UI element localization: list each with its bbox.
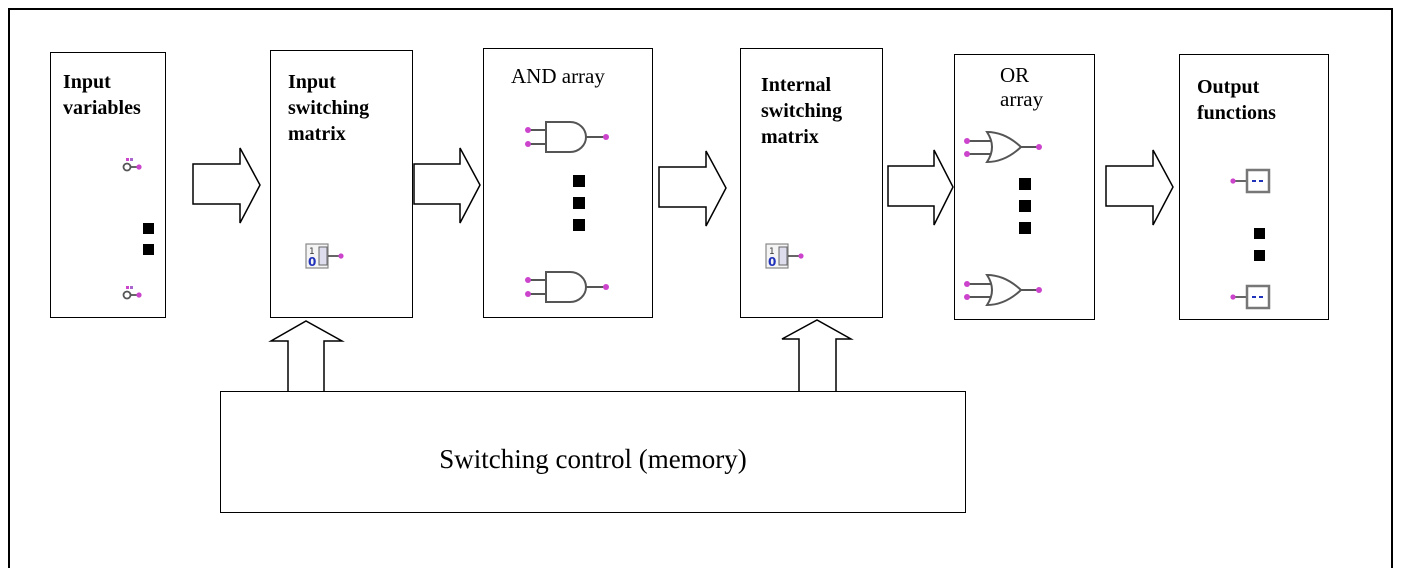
ellipsis-dot <box>143 223 154 234</box>
arrow-right-2 <box>413 147 481 224</box>
ellipsis-dot <box>1019 200 1031 212</box>
or-array-label-1: OR <box>1000 63 1030 87</box>
internal-switching-label-1: Internal <box>761 74 831 96</box>
input-variables-label-2: variables <box>63 97 141 119</box>
svg-text:1: 1 <box>769 247 775 257</box>
arrow-right-1 <box>192 147 261 224</box>
input-variables-block: Input variables <box>50 52 166 318</box>
input-switching-label-2: switching <box>288 97 370 119</box>
input-variables-label-1: Input <box>63 71 111 93</box>
output-icon <box>1229 284 1271 310</box>
and-gate-icon <box>524 121 610 153</box>
or-gate-icon <box>963 131 1043 163</box>
output-functions-label-2: functions <box>1197 102 1276 124</box>
arrow-right-3 <box>658 150 727 227</box>
ellipsis-dot <box>573 219 585 231</box>
or-array-label-2: array <box>1000 87 1044 111</box>
ellipsis-dot <box>143 244 154 255</box>
svg-text:1: 1 <box>309 247 315 257</box>
ellipsis-dot <box>1019 178 1031 190</box>
input-variable-icon <box>122 157 143 172</box>
and-array-label: AND array <box>511 64 605 88</box>
internal-switching-label-2: switching <box>761 100 843 122</box>
output-functions-label-1: Output <box>1197 76 1260 98</box>
svg-text:0: 0 <box>768 255 776 269</box>
input-switching-label-1: Input <box>288 71 336 93</box>
output-icon <box>1229 168 1271 194</box>
ellipsis-dot <box>1254 250 1265 261</box>
input-switching-label-3: matrix <box>288 123 346 145</box>
input-variable-icon <box>122 285 143 300</box>
svg-text:0: 0 <box>308 255 316 269</box>
ellipsis-dot <box>1254 228 1265 239</box>
arrow-up-2 <box>781 319 854 391</box>
switching-control-label: Switching control (memory) <box>439 444 747 474</box>
switching-control-block: Switching control (memory) <box>220 391 966 513</box>
internal-switching-label-3: matrix <box>761 126 819 148</box>
and-gate-icon <box>524 271 610 303</box>
switch-icon: 1 0 <box>305 243 345 269</box>
switch-icon: 1 0 <box>765 243 805 269</box>
ellipsis-dot <box>573 175 585 187</box>
arrow-right-5 <box>1105 149 1174 226</box>
input-switching-matrix-block: Input switching matrix <box>270 50 413 318</box>
internal-switching-matrix-block: Internal switching matrix <box>740 48 883 318</box>
ellipsis-dot <box>1019 222 1031 234</box>
ellipsis-dot <box>573 197 585 209</box>
arrow-right-4 <box>887 149 954 226</box>
or-gate-icon <box>963 274 1043 306</box>
diagram-frame <box>8 8 1393 568</box>
arrow-up-1 <box>268 320 345 391</box>
